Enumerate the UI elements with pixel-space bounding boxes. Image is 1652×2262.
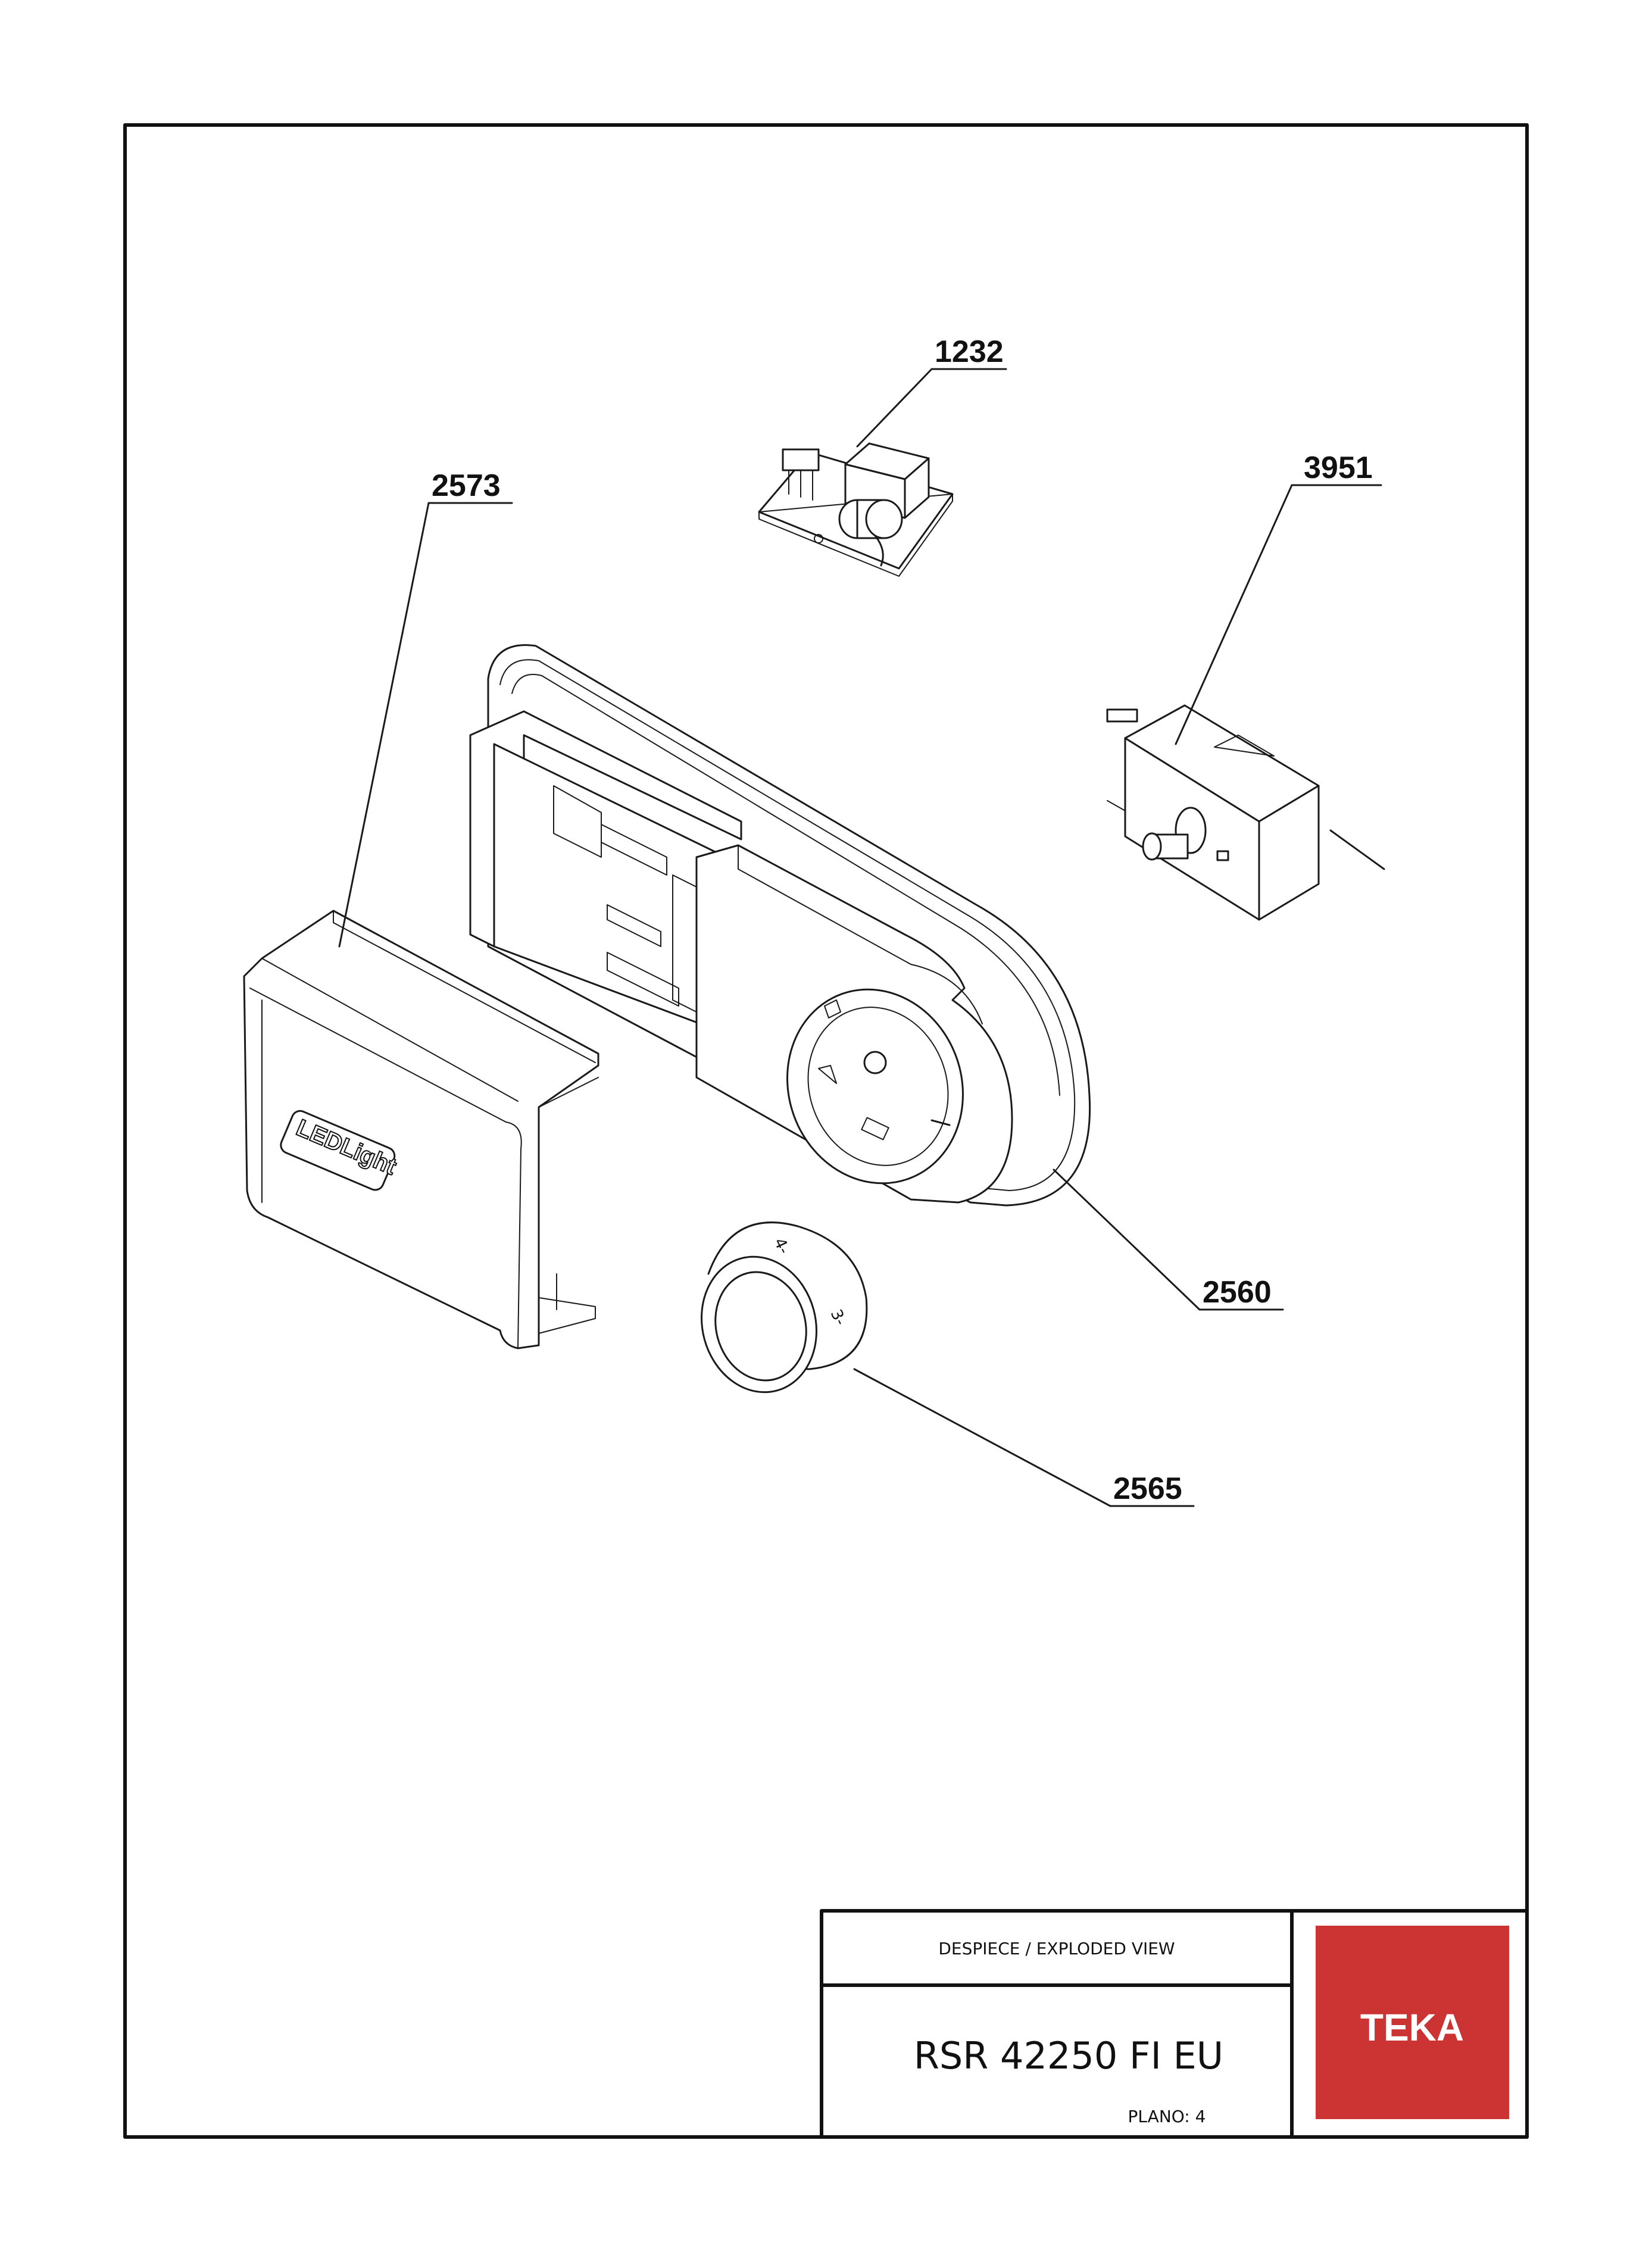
- part-label-3951: 3951: [1304, 451, 1373, 485]
- control-panel-part-2560: [469, 644, 1091, 1207]
- model-name: RSR 42250 FI EU: [914, 2034, 1223, 2077]
- title-block: DESPIECE / EXPLODED VIEW RSR 42250 FI EU…: [820, 1909, 1529, 2139]
- teka-logo: [1316, 1926, 1509, 2119]
- pcb-part-1232: [758, 442, 954, 577]
- switch-part-3951: [1106, 704, 1385, 921]
- part-label-1232: 1232: [935, 335, 1004, 369]
- cover-part-2573: LEDLight: [243, 910, 599, 1349]
- sheet-number: PLANO: 4: [1128, 2107, 1206, 2126]
- knob-part-2565: 4- 3-: [701, 1221, 868, 1394]
- teka-logo-text: TEKA: [1360, 2006, 1464, 2049]
- part-label-2565: 2565: [1113, 1471, 1182, 1506]
- part-label-2560: 2560: [1203, 1275, 1272, 1310]
- title-heading: DESPIECE / EXPLODED VIEW: [938, 1939, 1175, 1958]
- part-label-2573: 2573: [432, 468, 501, 503]
